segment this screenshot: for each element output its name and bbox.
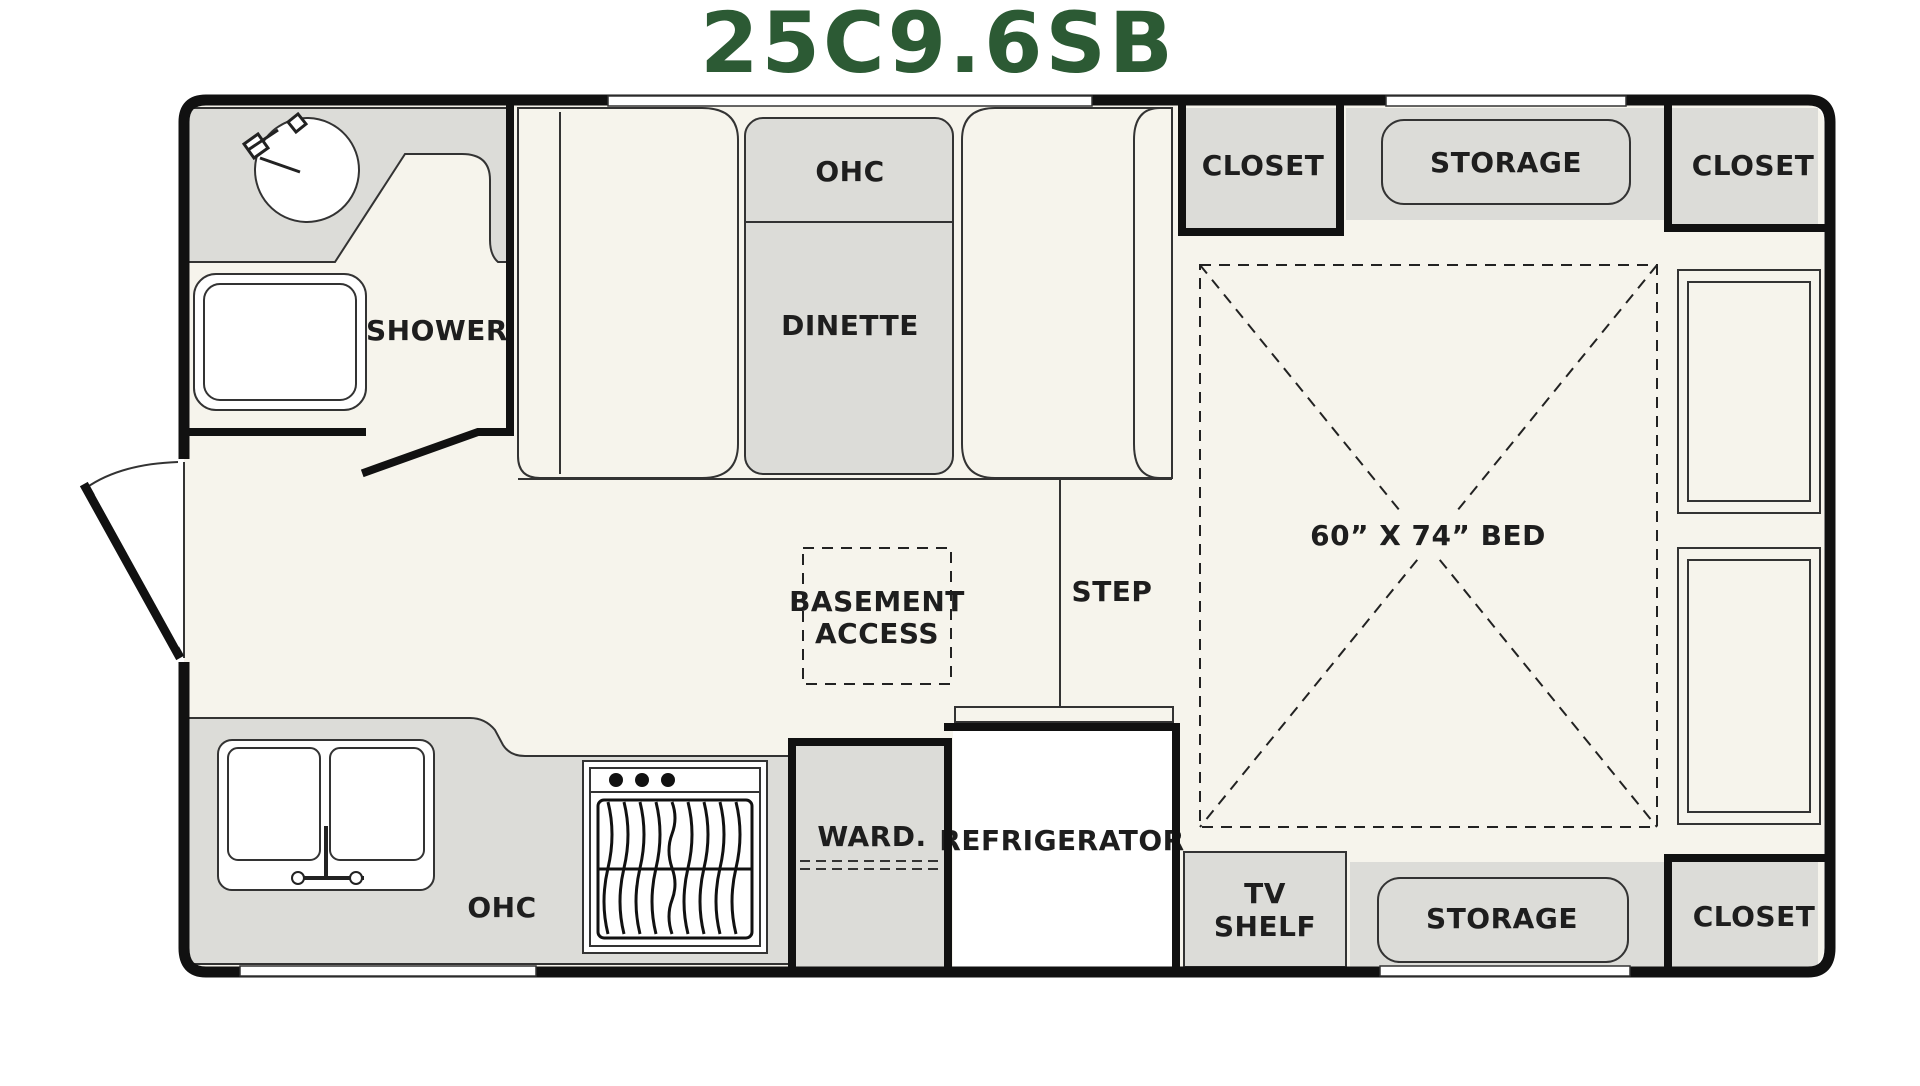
dinette-area: OHC DINETTE [517, 107, 1173, 480]
window-top-dinette [607, 95, 1093, 107]
tv-shelf-label-line2: SHELF [1214, 910, 1316, 943]
wardrobe [796, 745, 948, 967]
window-bottom-storage [1379, 965, 1631, 977]
closet-bottom-right [1672, 860, 1818, 967]
basement-access-label-line2: ACCESS [815, 617, 939, 650]
window-top-storage [1385, 95, 1627, 107]
basement-access-hatch [802, 547, 952, 685]
bed [1199, 264, 1658, 828]
closet-top-right-label: CLOSET [1692, 149, 1815, 182]
step-label: STEP [1072, 575, 1153, 608]
storage-top [1381, 119, 1631, 205]
closet-bottom-right-label: CLOSET [1693, 900, 1816, 933]
entry-door [79, 461, 185, 661]
closet-top-left-label: CLOSET [1202, 149, 1325, 182]
storage-bottom-label: STORAGE [1426, 902, 1578, 935]
stove-knob-icon [661, 773, 675, 787]
dinette-table [744, 117, 954, 475]
model-title: 25C9.6SB [700, 0, 1176, 92]
stove-grate-icon [596, 798, 754, 940]
stove-knob-icon [635, 773, 649, 787]
storage-top-label: STORAGE [1430, 146, 1582, 179]
bed-label: 60” X 74” BED [1310, 519, 1546, 552]
refrigerator-label: REFRIGERATOR [939, 824, 1184, 857]
ohc-kitchen-label: OHC [467, 891, 536, 924]
toilet-icon [193, 273, 367, 411]
dinette-bench-right [961, 107, 1173, 479]
toilet-seat-icon [203, 283, 357, 401]
kitchen: OHC [187, 717, 793, 965]
tv-shelf [1183, 851, 1347, 968]
window-bottom-kitchen [239, 965, 537, 977]
faucet-icon [241, 111, 309, 174]
dinette-label: DINETTE [781, 309, 919, 342]
closet-top-right [1672, 108, 1818, 226]
wardrobe-label: WARD. [817, 820, 926, 853]
tv-shelf-label-line1: TV [1244, 877, 1286, 910]
interior-walls [184, 99, 1828, 973]
storage-bottom [1377, 877, 1629, 963]
stove-knob-icon [609, 773, 623, 787]
ohc-dinette-label: OHC [815, 155, 884, 188]
exterior-wall [178, 94, 1836, 978]
shower-label: SHOWER [366, 314, 508, 347]
basement-access-label-line1: BASEMENT [789, 585, 965, 618]
side-cabinet-upper [1677, 269, 1821, 514]
closet-top-left [1186, 108, 1340, 232]
refrigerator [953, 731, 1173, 967]
dinette-bench-left [517, 107, 739, 479]
bathroom: SHOWER [187, 107, 511, 411]
side-cabinet-lower [1677, 547, 1821, 825]
